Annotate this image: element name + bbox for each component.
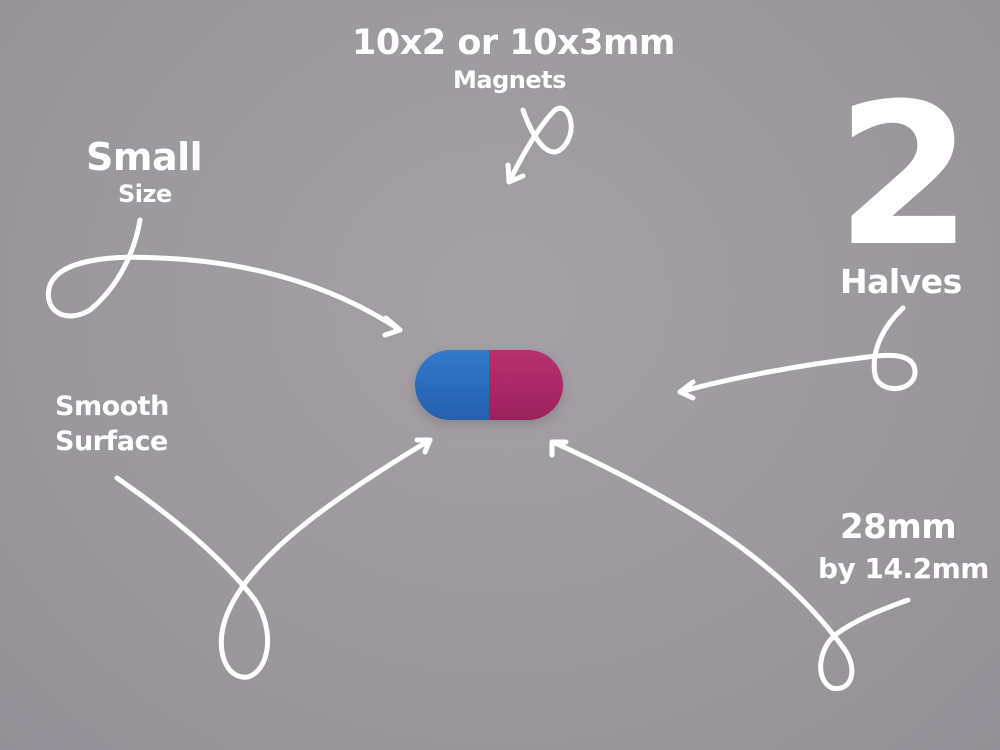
dimensions-arrow bbox=[550, 439, 911, 691]
smooth-surface-arrow bbox=[114, 437, 433, 680]
small-size-arrow bbox=[46, 217, 403, 333]
big-number-2: 2 bbox=[836, 62, 973, 290]
size-label: Size bbox=[118, 180, 172, 208]
pill-blue-half bbox=[415, 350, 489, 420]
surface-label: Surface bbox=[55, 426, 168, 457]
smooth-label: Smooth bbox=[55, 391, 169, 422]
magnets-size-label: 10x2 or 10x3mm bbox=[352, 23, 675, 63]
magnetic-pill-capsule bbox=[415, 350, 563, 420]
halves-label: Halves bbox=[840, 262, 962, 301]
pill-magenta-half bbox=[489, 350, 563, 420]
small-label: Small bbox=[86, 135, 203, 179]
width-label: by 14.2mm bbox=[818, 552, 989, 585]
halves-arrow bbox=[677, 305, 918, 395]
magnets-arrow bbox=[507, 105, 574, 183]
length-label: 28mm bbox=[840, 507, 957, 547]
magnets-label: Magnets bbox=[453, 66, 566, 94]
